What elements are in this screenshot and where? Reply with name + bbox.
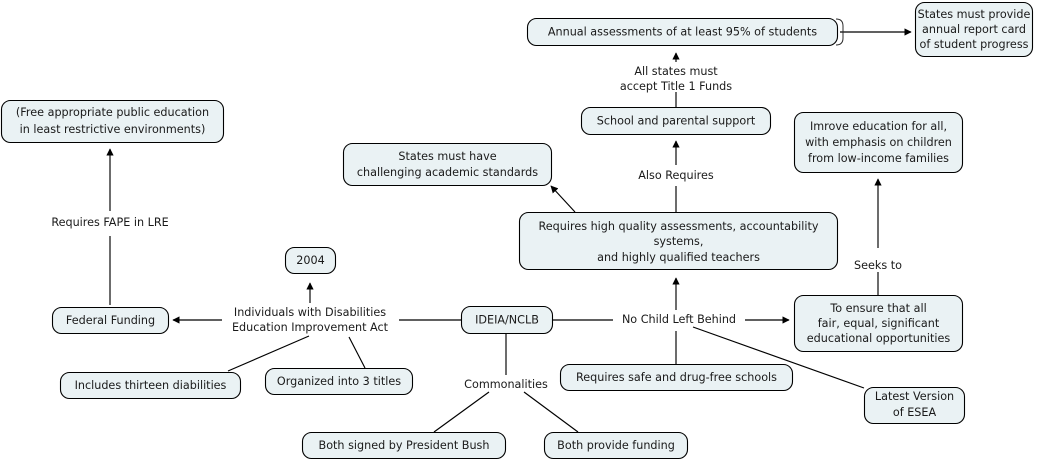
node-report-card[interactable]: States must provide annual report card o… xyxy=(914,1,1034,58)
node-high-quality[interactable]: Requires high quality assessments, accou… xyxy=(518,211,839,271)
edge-commonalities-to-bush xyxy=(433,391,490,433)
node-ensure-opportunities[interactable]: To ensure that all fair, equal, signific… xyxy=(793,294,964,353)
node-ideia-nclb[interactable]: IDEIA/NCLB xyxy=(460,305,554,335)
link-label-also-requires: Also Requires xyxy=(638,169,714,182)
node-annual-assessments-line-0: Annual assessments of at least 95% of st… xyxy=(548,26,817,39)
node-latest-esea-line-1: of ESEA xyxy=(893,406,937,419)
node-high-quality-line-0: Requires high quality assessments, accou… xyxy=(539,220,819,233)
node-report-card-line-0: States must provide xyxy=(918,8,1031,21)
node-ensure-line-1: fair, equal, significant xyxy=(818,317,940,330)
link-seeks-to-line-0: Seeks to xyxy=(854,259,902,272)
link-requires-fape-line-0: Requires FAPE in LRE xyxy=(51,216,168,229)
node-signed-bush-line-0: Both signed by President Bush xyxy=(319,439,490,452)
node-school-parental-line-0: School and parental support xyxy=(597,115,756,128)
node-annual-assessments[interactable]: Annual assessments of at least 95% of st… xyxy=(526,17,839,47)
node-three-titles-line-0: Organized into 3 titles xyxy=(277,375,401,388)
link-idea-act-line-1: Education Improvement Act xyxy=(232,321,389,334)
edge-esea-to-nochild xyxy=(692,326,865,389)
link-label-requires-fape: Requires FAPE in LRE xyxy=(51,216,168,229)
edge-commonalities-to-funding xyxy=(523,391,579,433)
node-high-quality-line-2: and highly qualified teachers xyxy=(597,251,760,264)
node-thirteen-disabilities-line-0: Includes thirteen diabilities xyxy=(75,379,227,392)
node-both-funding-line-0: Both provide funding xyxy=(557,439,675,452)
node-challenging-standards[interactable]: States must have challenging academic st… xyxy=(342,142,553,187)
link-label-seeks-to: Seeks to xyxy=(854,259,902,272)
link-commonalities-line-0: Commonalities xyxy=(464,378,548,391)
node-signed-bush[interactable]: Both signed by President Bush xyxy=(301,431,507,460)
link-title1-line-1: accept Title 1 Funds xyxy=(620,80,732,93)
node-ideia-nclb-line-0: IDEIA/NCLB xyxy=(475,314,539,327)
node-ensure-line-0: To ensure that all xyxy=(829,302,926,315)
link-label-no-child-left-behind: No Child Left Behind xyxy=(622,313,736,326)
link-no-child-line-0: No Child Left Behind xyxy=(622,313,736,326)
node-fape-line-1: in least restrictive environments) xyxy=(20,123,206,136)
node-challenging-standards-line-1: challenging academic standards xyxy=(357,166,538,179)
node-improve-education[interactable]: Imrove education for all, with emphasis … xyxy=(793,111,964,174)
node-2004[interactable]: 2004 xyxy=(284,246,337,275)
node-federal-funding-line-0: Federal Funding xyxy=(66,314,155,327)
node-report-card-line-2: of student progress xyxy=(920,38,1029,51)
edge-titles-to-idea xyxy=(348,336,366,369)
link-label-commonalities: Commonalities xyxy=(464,378,548,391)
node-fape-line-0: (Free appropriate public education xyxy=(16,106,209,119)
node-both-funding[interactable]: Both provide funding xyxy=(543,431,689,460)
node-latest-esea-line-0: Latest Version xyxy=(875,390,954,403)
node-thirteen-disabilities[interactable]: Includes thirteen diabilities xyxy=(59,371,242,400)
node-three-titles[interactable]: Organized into 3 titles xyxy=(264,367,414,396)
node-ensure-line-2: educational opportunities xyxy=(807,332,951,345)
node-federal-funding[interactable]: Federal Funding xyxy=(51,306,170,335)
node-school-parental-support[interactable]: School and parental support xyxy=(580,106,772,136)
link-title1-line-0: All states must xyxy=(634,65,718,78)
node-report-card-line-1: annual report card xyxy=(922,23,1026,36)
link-idea-act-line-0: Individuals with Disabilities xyxy=(234,306,386,319)
node-challenging-standards-line-0: States must have xyxy=(398,150,496,163)
node-improve-education-line-1: with emphasis on children xyxy=(805,136,952,149)
node-2004-line-0: 2004 xyxy=(296,254,324,267)
link-also-requires-line-0: Also Requires xyxy=(638,169,714,182)
link-label-all-states-title1: All states must accept Title 1 Funds xyxy=(620,65,732,93)
node-latest-esea[interactable]: Latest Version of ESEA xyxy=(863,386,966,425)
link-label-idea-act: Individuals with Disabilities Education … xyxy=(232,306,389,334)
overlap-box-edge-artifact xyxy=(835,18,844,46)
node-fape[interactable]: (Free appropriate public education in le… xyxy=(0,99,225,144)
node-high-quality-line-1: systems, xyxy=(654,235,704,248)
node-safe-drug-free[interactable]: Requires safe and drug-free schools xyxy=(559,363,794,392)
node-improve-education-line-0: Imrove education for all, xyxy=(810,120,947,133)
node-safe-drug-free-line-0: Requires safe and drug-free schools xyxy=(576,371,777,384)
node-improve-education-line-2: from low-income families xyxy=(808,152,949,165)
edge-disabilities-to-idea xyxy=(227,335,310,372)
edge-highquality-to-standards xyxy=(550,185,576,213)
